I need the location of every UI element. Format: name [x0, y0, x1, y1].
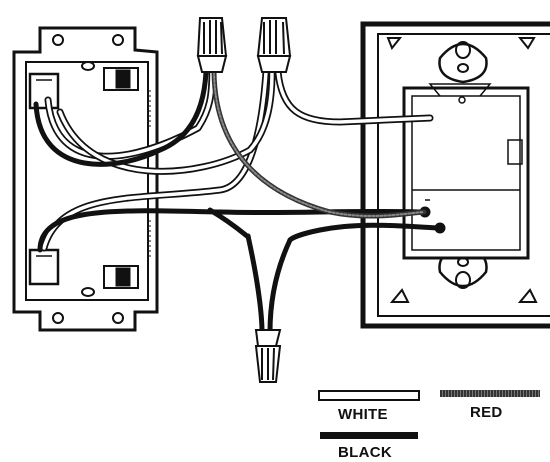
right-device-box [360, 21, 550, 329]
red-wire [211, 69, 427, 219]
left-switch-box [12, 26, 159, 332]
red-wire-swatch [440, 390, 540, 397]
legend-red-label: RED [470, 404, 503, 421]
wire-nut-top-right [256, 17, 292, 73]
wires [33, 68, 441, 335]
white-wire-swatch [318, 390, 420, 401]
black-wire-swatch [320, 432, 418, 439]
legend-black-label: BLACK [338, 444, 392, 461]
white-wires [40, 68, 434, 252]
wire-nut-bottom [254, 329, 282, 383]
black-wires [33, 69, 441, 335]
legend-white-label: WHITE [338, 406, 388, 423]
wire-nut-top-left [196, 17, 228, 73]
